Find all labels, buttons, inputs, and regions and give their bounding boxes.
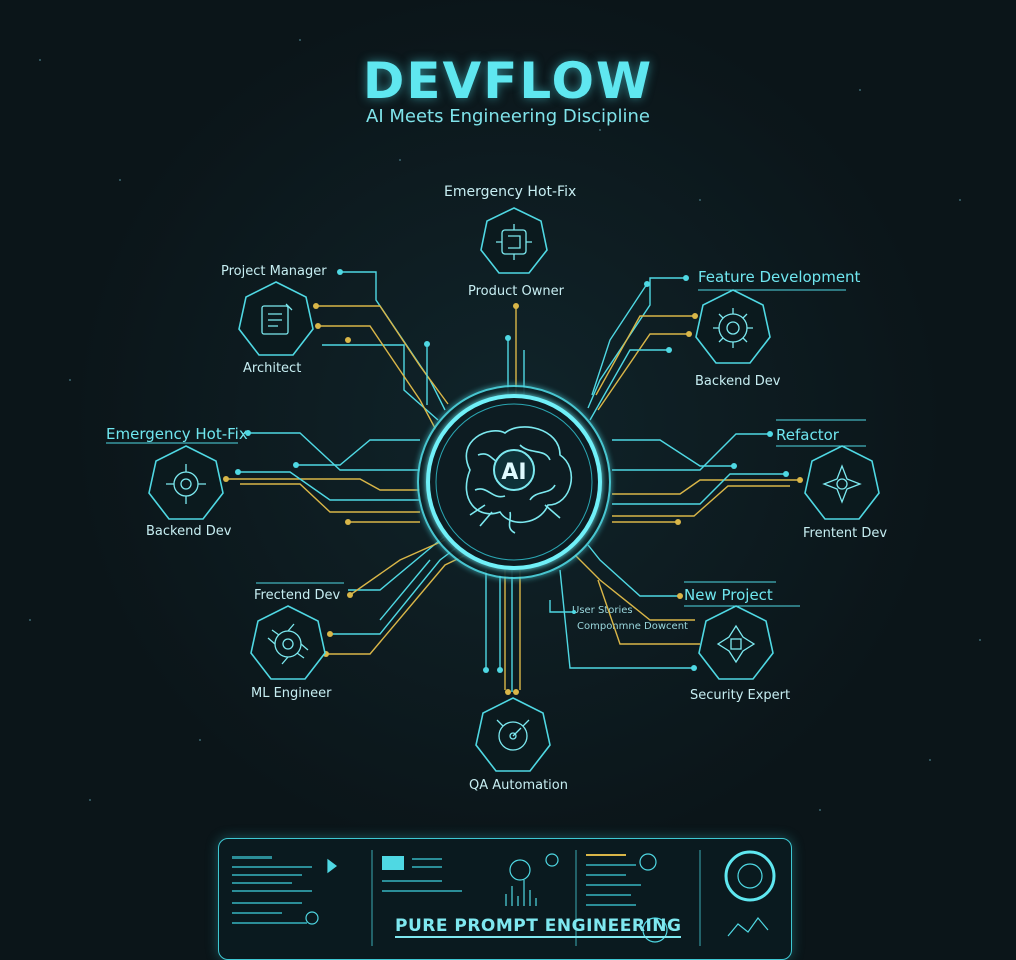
label-backend-dev-right: Backend Dev (695, 374, 781, 389)
circuit-icon (496, 224, 532, 260)
footer-panel-title: PURE PROMPT ENGINEERING (395, 916, 682, 938)
wire-endpoints (223, 269, 803, 695)
label-frentent-dev: Frentent Dev (803, 526, 888, 541)
blueprint-icon (261, 303, 293, 335)
label-qa-automation: QA Automation (469, 778, 568, 793)
app-title: DEVFLOW (362, 52, 654, 110)
ai-label: AI (501, 460, 526, 485)
ai-badge (493, 449, 535, 491)
label-refactor: Refactor (776, 426, 839, 444)
label-feature-development: Feature Development (698, 268, 861, 286)
node-qa-automation[interactable] (475, 697, 551, 772)
label-emergency-hotfix-left: Emergency Hot-Fix (106, 425, 248, 443)
annotation-component-doc: Componmne Dowcent (577, 621, 688, 632)
label-new-project: New Project (684, 586, 773, 604)
label-project-manager: Project Manager (221, 264, 327, 279)
label-ml-engineer: ML Engineer (251, 686, 332, 701)
node-architect[interactable] (238, 281, 314, 356)
brain-icon (465, 426, 573, 534)
annotation-user-stories: User Stories (572, 605, 633, 616)
label-product-owner: Product Owner (468, 284, 564, 299)
label-backend-dev-left: Backend Dev (146, 524, 232, 539)
star-gear-icon (822, 464, 862, 504)
neural-gear-icon (267, 623, 309, 665)
app-subtitle: AI Meets Engineering Discipline (366, 106, 650, 127)
node-emergency-hotfix-top[interactable] (480, 207, 548, 274)
cog-icon (166, 464, 206, 504)
label-architect: Architect (243, 361, 302, 376)
shield-gear-icon (716, 624, 756, 664)
label-frectend-dev: Frectend Dev (254, 588, 341, 603)
node-backend-dev-right[interactable] (695, 289, 771, 364)
node-frentent-dev[interactable] (804, 445, 880, 520)
gear-cluster-icon (713, 308, 753, 348)
label-emergency-hotfix-top: Emergency Hot-Fix (444, 184, 577, 200)
label-security-expert: Security Expert (690, 688, 791, 703)
label-underlines (106, 289, 866, 607)
ai-hub: AI (417, 385, 611, 579)
gauge-icon (496, 719, 530, 751)
dashboard-panel (218, 838, 792, 960)
node-security-expert[interactable] (698, 605, 774, 680)
node-backend-dev-left[interactable] (148, 445, 224, 520)
connector-wires (226, 271, 800, 692)
node-ml-engineer[interactable] (250, 605, 326, 680)
